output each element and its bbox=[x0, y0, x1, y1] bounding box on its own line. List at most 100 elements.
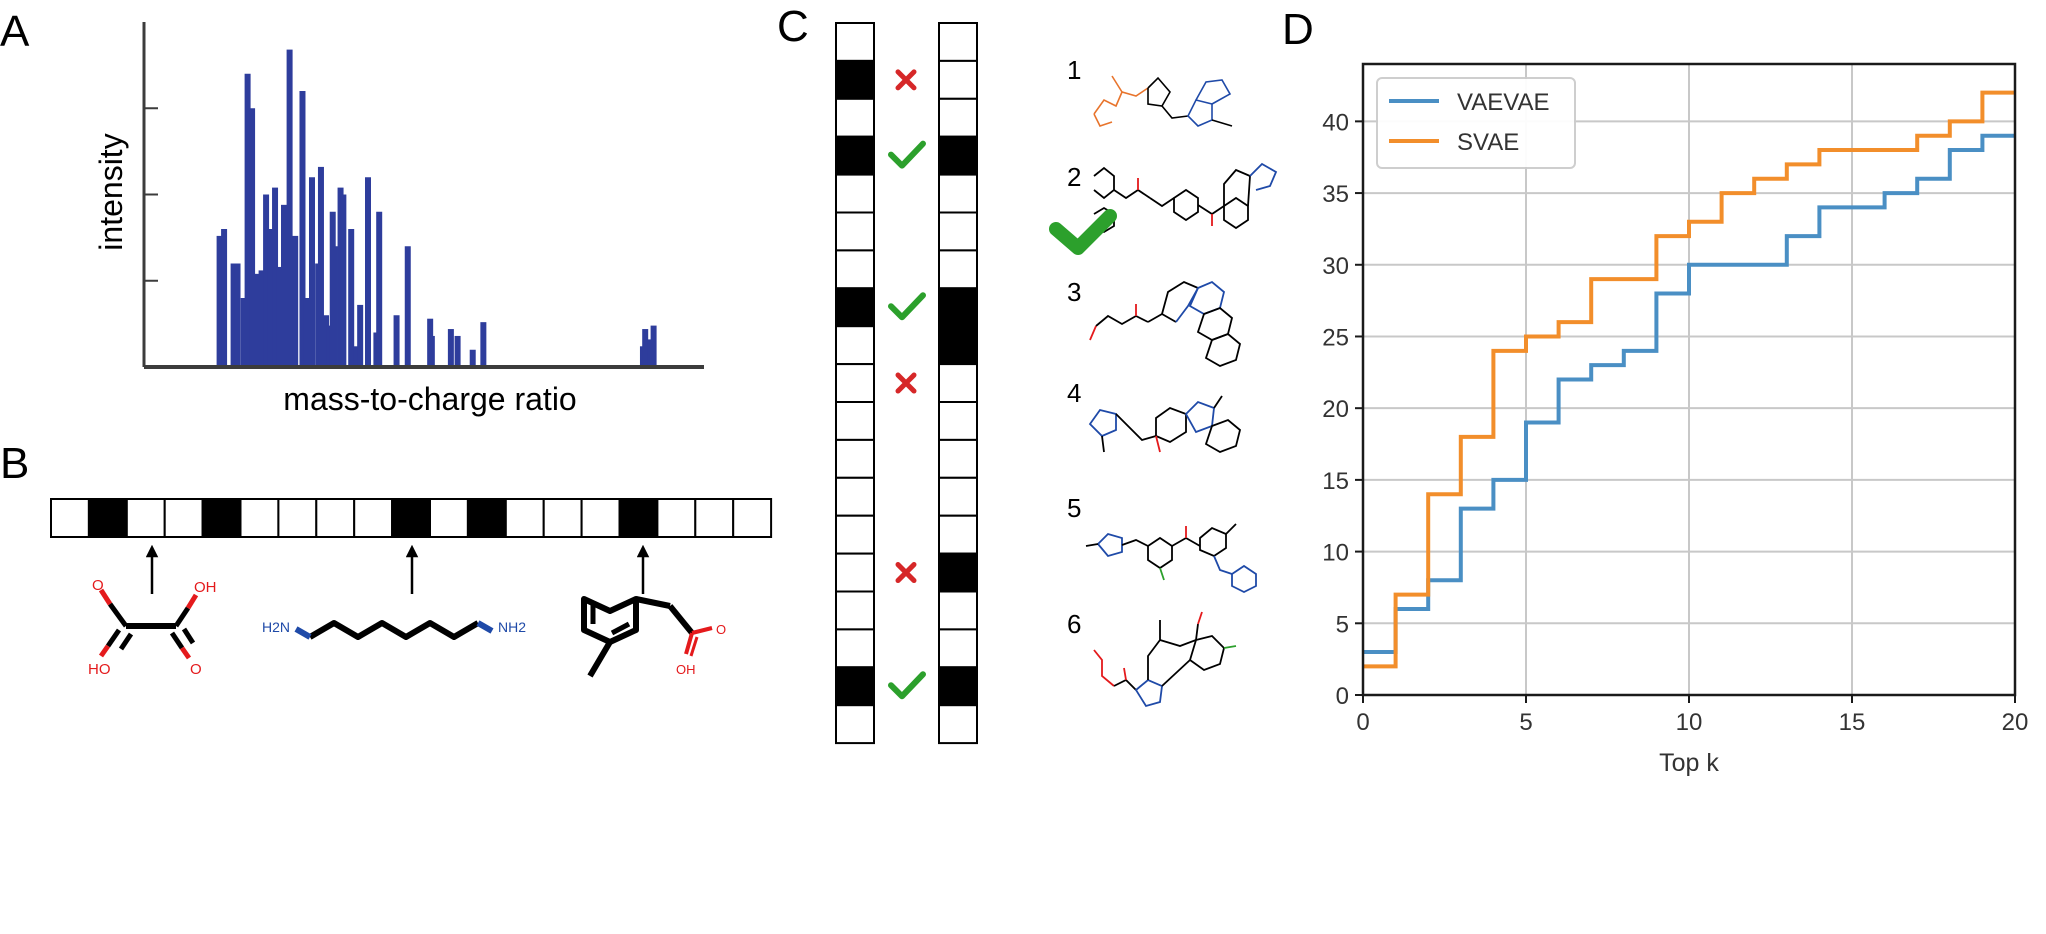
spectrum-peak-10 bbox=[263, 194, 270, 367]
spectrum-peak-19 bbox=[309, 177, 315, 367]
oxalic-ho-label: HO bbox=[88, 661, 111, 678]
predicted-bit-7 bbox=[835, 287, 875, 328]
chart-xlabel: Top k bbox=[1659, 749, 1719, 777]
selected-candidate-check-icon bbox=[1049, 209, 1117, 255]
x-tick-label-10: 10 bbox=[1676, 709, 1703, 736]
spectrum-peak-28 bbox=[348, 229, 355, 367]
spectrum-peak-33 bbox=[376, 211, 383, 367]
spectrum-peak-43 bbox=[642, 329, 649, 367]
spectrum-peak-1 bbox=[216, 235, 223, 367]
fingerprint-bit-7 bbox=[315, 498, 356, 538]
spectrum-peak-23 bbox=[326, 325, 333, 367]
chart-series-lines bbox=[1363, 90, 2015, 669]
candidate-list: 1 2 3 4 5 6 bbox=[1049, 55, 1278, 708]
cross-stroke-b bbox=[895, 562, 917, 584]
candidate-bit-8 bbox=[938, 325, 978, 366]
predicted-bit-8 bbox=[835, 325, 875, 366]
legend-label-vaevae: VAEVAE bbox=[1457, 89, 1549, 116]
predicted-bit-9 bbox=[835, 363, 875, 404]
spectrum-bars bbox=[216, 49, 657, 367]
check-icon-row-3 bbox=[888, 140, 926, 169]
predicted-bit-10 bbox=[835, 401, 875, 441]
spectrum-peak-27 bbox=[340, 194, 347, 367]
oxalic-o-label-top: O bbox=[92, 577, 104, 594]
fingerprint-bit-16 bbox=[656, 498, 697, 538]
y-tick-label-20: 20 bbox=[1322, 396, 1349, 423]
predicted-bit-11 bbox=[835, 438, 875, 479]
candidate-bit-9 bbox=[938, 363, 978, 404]
spectrum-peak-41 bbox=[480, 322, 487, 367]
candidate-structure-6 bbox=[1093, 611, 1237, 708]
spectrum-peak-44 bbox=[647, 339, 654, 367]
fingerprint-bit-1 bbox=[87, 498, 128, 538]
spectrum-peak-16 bbox=[292, 235, 299, 367]
fingerprint-bit-17 bbox=[694, 498, 735, 538]
spectrum-peak-18 bbox=[303, 298, 310, 367]
candidate-bit-11 bbox=[938, 438, 978, 479]
candidate-bit-7 bbox=[938, 287, 978, 328]
fingerprint-bit-14 bbox=[580, 498, 621, 538]
candidate-structure-2 bbox=[1093, 162, 1278, 234]
spectrum-peak-21 bbox=[317, 166, 324, 367]
x-tick-label-5: 5 bbox=[1519, 709, 1532, 736]
spectrum-peak-30 bbox=[357, 304, 364, 367]
candidate-structure-5 bbox=[1085, 523, 1257, 594]
spectrum-peak-39 bbox=[454, 335, 461, 367]
predicted-bit-14 bbox=[835, 552, 875, 593]
predicted-bit-17 bbox=[835, 666, 875, 707]
spectrum-peak-5 bbox=[240, 298, 247, 367]
spectrum-peak-34 bbox=[393, 315, 400, 367]
candidate-structure-1 bbox=[1093, 75, 1233, 127]
predicted-bit-5 bbox=[835, 211, 875, 252]
y-tick-label-30: 30 bbox=[1322, 253, 1349, 280]
x-tick-label-20: 20 bbox=[2002, 709, 2029, 736]
spectrum-peak-15 bbox=[286, 49, 293, 367]
spectrum-peak-45 bbox=[650, 325, 657, 367]
y-tick-label-15: 15 bbox=[1322, 468, 1349, 495]
candidate-bit-2 bbox=[938, 97, 978, 138]
candidate-bit-12 bbox=[938, 476, 978, 517]
predicted-bit-18 bbox=[835, 704, 875, 745]
spectrum-plot: intensity mass-to-charge ratio bbox=[93, 22, 704, 417]
candidate-structure-4 bbox=[1088, 395, 1242, 453]
spectrum-peak-3 bbox=[230, 263, 237, 367]
diamine-h2n-label: H2N bbox=[262, 619, 290, 635]
check-icon-row-17 bbox=[888, 671, 926, 700]
candidate-bit-10 bbox=[938, 401, 978, 441]
predicted-bit-2 bbox=[835, 97, 875, 138]
candidate-bit-3 bbox=[938, 135, 978, 176]
legend-label-svae: SVAE bbox=[1457, 129, 1519, 156]
predicted-bit-16 bbox=[835, 628, 875, 669]
candidate-number-5: 5 bbox=[1067, 493, 1081, 523]
panel-a-label: A bbox=[0, 7, 30, 56]
spectrum-peak-35 bbox=[404, 246, 411, 367]
spectrum-y-ticks bbox=[144, 107, 158, 282]
spectrum-xlabel: mass-to-charge ratio bbox=[283, 381, 576, 417]
candidate-number-6: 6 bbox=[1067, 609, 1081, 639]
fingerprint-bit-12 bbox=[504, 498, 545, 538]
spectrum-peak-4 bbox=[234, 263, 241, 367]
candidate-fingerprint-column bbox=[938, 22, 978, 745]
candidate-number-1: 1 bbox=[1067, 55, 1081, 85]
panel-b-label: B bbox=[0, 439, 29, 488]
spectrum-peak-11 bbox=[267, 229, 274, 367]
candidate-bit-13 bbox=[938, 514, 978, 555]
x-tick-label-15: 15 bbox=[1839, 709, 1866, 736]
spectrum-peak-9 bbox=[258, 270, 265, 367]
candidate-bit-15 bbox=[938, 590, 978, 631]
diamine-nh2-label: NH2 bbox=[498, 619, 526, 635]
fingerprint-bit-2 bbox=[125, 498, 166, 538]
fingerprint-bit-4 bbox=[201, 498, 242, 538]
predicted-fingerprint-column bbox=[835, 22, 875, 745]
spectrum-peak-6 bbox=[244, 73, 251, 367]
spectrum-peak-12 bbox=[272, 187, 279, 367]
fingerprint-bit-11 bbox=[466, 498, 507, 538]
substructure-arrows bbox=[145, 544, 650, 594]
candidate-bit-16 bbox=[938, 628, 978, 669]
acid-oh-label: OH bbox=[676, 662, 696, 677]
fingerprint-bit-8 bbox=[353, 498, 394, 538]
candidate-bit-18 bbox=[938, 704, 978, 745]
spectrum-ylabel: intensity bbox=[93, 133, 129, 250]
fingerprint-bit-9 bbox=[391, 498, 432, 538]
predicted-bit-3 bbox=[835, 135, 875, 176]
